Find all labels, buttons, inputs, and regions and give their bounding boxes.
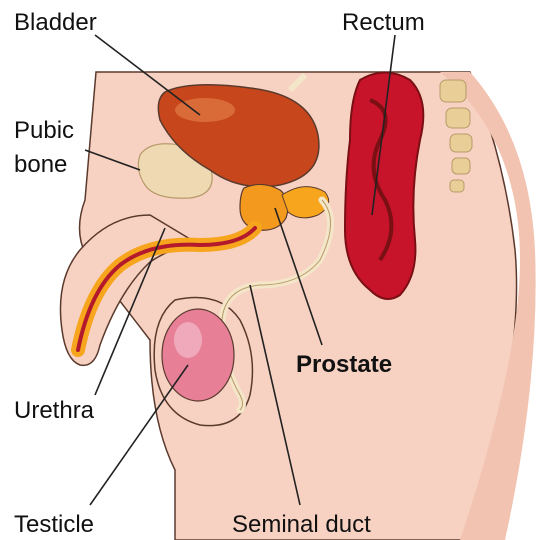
testicle-highlight xyxy=(174,322,202,358)
label-seminal-duct: Seminal duct xyxy=(232,512,371,538)
label-urethra: Urethra xyxy=(14,398,94,424)
label-bladder: Bladder xyxy=(14,10,97,36)
label-pubic-bone-line1: Pubic xyxy=(14,118,74,144)
label-rectum: Rectum xyxy=(342,10,425,36)
label-pubic-bone-line2: bone xyxy=(14,152,67,178)
label-prostate: Prostate xyxy=(296,352,392,378)
label-testicle: Testicle xyxy=(14,512,94,538)
rectum-organ xyxy=(345,73,423,300)
bladder-highlight xyxy=(175,98,235,122)
